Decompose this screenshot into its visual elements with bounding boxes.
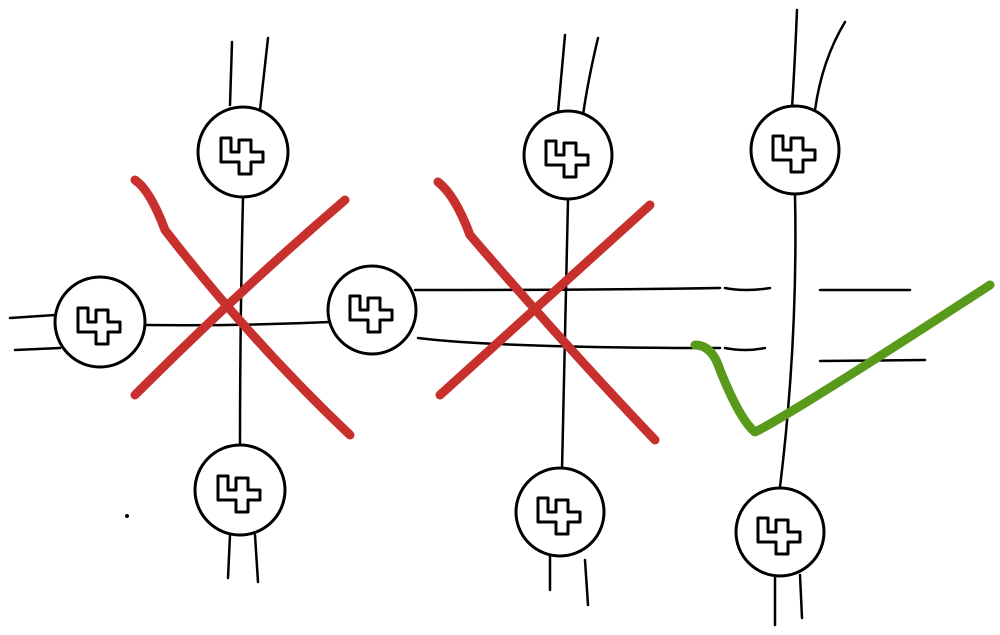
group3-wires xyxy=(773,8,847,627)
stray-dot xyxy=(125,514,129,518)
group2-wires xyxy=(413,33,927,607)
node-g2-top xyxy=(522,109,614,201)
accept-check-mark xyxy=(690,280,995,437)
node-g1-left xyxy=(53,275,147,369)
node-g3-bottom xyxy=(734,486,826,578)
node-g3-top xyxy=(749,104,841,196)
reject-x-mark-1 xyxy=(130,175,355,440)
reject-x-mark-2 xyxy=(433,177,660,445)
node-g1-bottom xyxy=(193,443,287,537)
node-g2-bottom xyxy=(514,466,606,558)
node-g1-top xyxy=(196,105,290,199)
node-center xyxy=(326,264,418,356)
